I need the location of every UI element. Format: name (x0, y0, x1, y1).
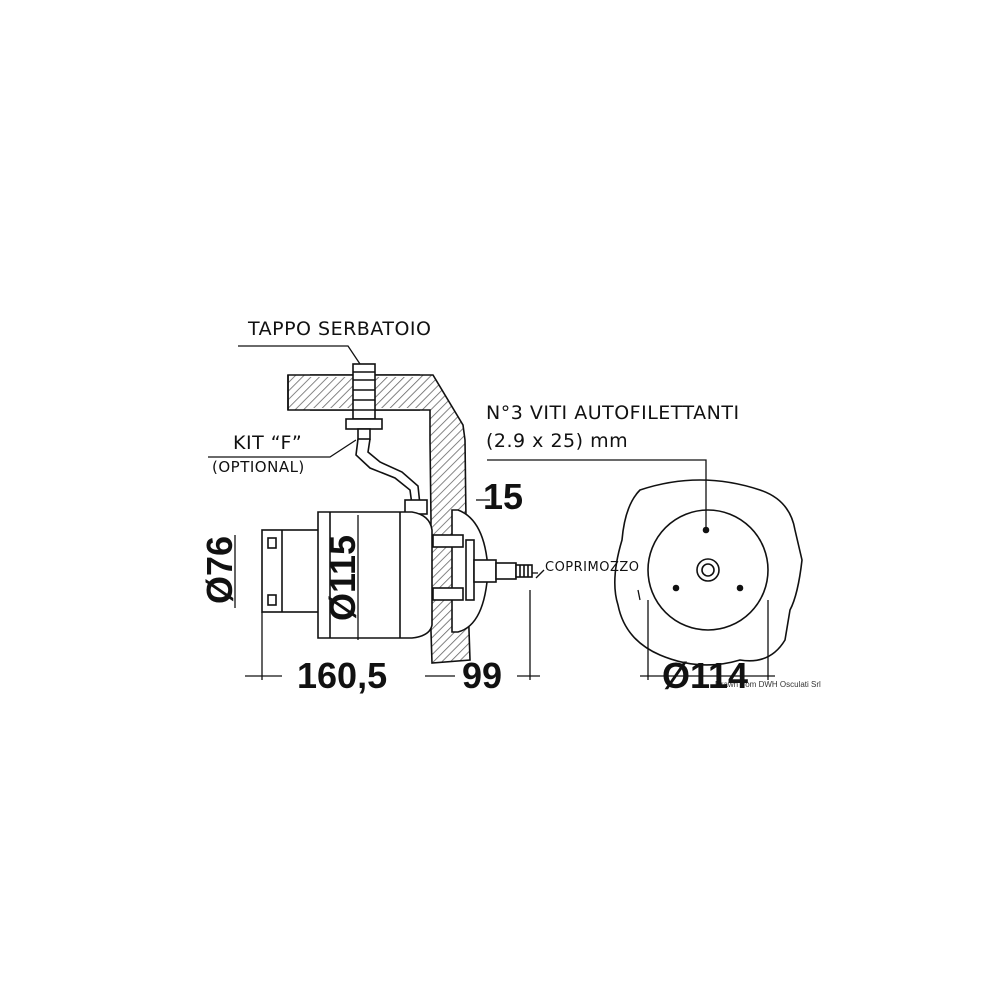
tank-cap-fitting (345, 363, 383, 440)
hub-cover-label: COPRIMOZZO (545, 560, 640, 575)
thickness-15-label: 15 (483, 476, 524, 517)
front-view-outline (614, 479, 803, 666)
pump-body (317, 511, 433, 639)
diameter-114-label: Ø114 (662, 655, 749, 696)
mounting-flange (432, 509, 489, 633)
pump-rear-cap (261, 529, 321, 613)
diameter-115-label: Ø115 (322, 534, 363, 622)
screws-title-label: N°3 VITI AUTOFILETTANTI (486, 402, 740, 424)
diameter-76-wrapper: Ø76 (170, 536, 270, 604)
credit-label: Drawn from DWH Osculati Srl (715, 680, 821, 689)
leader-lines (208, 345, 707, 601)
optional-label: (OPTIONAL) (212, 458, 305, 476)
diameter-115-wrapper: Ø115 (283, 535, 403, 621)
dimension-lines (234, 515, 775, 680)
kit-f-label: KIT “F” (233, 432, 303, 454)
length-99-label: 99 (462, 655, 503, 696)
diameter-76-label: Ø76 (199, 535, 240, 605)
screws-size-label: (2.9 x 25) mm (486, 430, 629, 452)
length-160-label: 160,5 (297, 655, 388, 696)
kit-f-pipe (355, 438, 428, 515)
output-shaft (473, 559, 533, 583)
tank-cap-label: TAPPO SERBATOIO (248, 318, 432, 340)
